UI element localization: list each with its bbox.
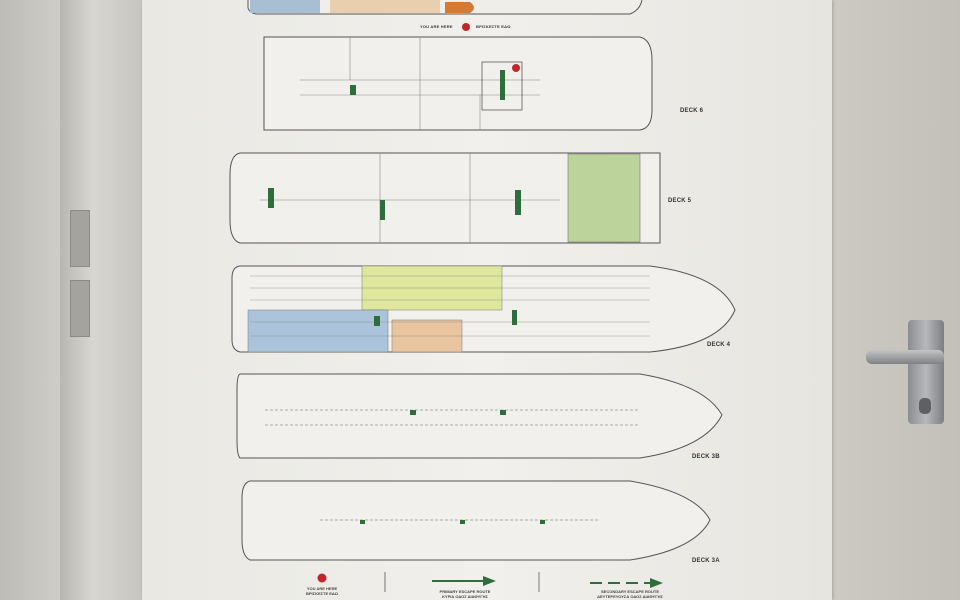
door-hinge [70,280,90,337]
legend-primary-route: PRIMARY ESCAPE ROUTE ΚΥΡΙΑ ΟΔΟΣ ΔΙΑΦΥΓΗΣ [425,589,505,599]
legend-primary-gr: ΚΥΡΙΑ ΟΔΟΣ ΔΙΑΦΥΓΗΣ [442,594,488,599]
deck-6-outline [263,36,653,131]
legend-secondary-en: SECONDARY ESCAPE ROUTE [600,589,659,594]
door-handle[interactable] [866,350,944,364]
wall [0,0,60,600]
primary-route-arrow-icon [432,576,496,586]
you-are-here-greek-label: ΒΡΙΣΚΕΣΤΕ ΕΔΩ [476,24,511,29]
you-are-here-marker-top-legend [462,23,470,31]
secondary-route-arrow-icon [590,578,663,588]
you-are-here-label: YOU ARE HERE [420,24,453,29]
deck-5-outline [229,152,661,244]
you-are-here-legend-icon [317,573,327,583]
deck-3a-outline [241,480,711,561]
you-are-here-marker [512,64,520,72]
deck-4-label: DECK 4 [707,342,731,348]
deck-3b-label: DECK 3B [692,454,720,460]
deck-6-label: DECK 6 [680,108,704,114]
legend-you-are-here-gr: ΒΡΙΣΚΕΣΤΕ ΕΔΩ [306,591,338,596]
deck-3a-label: DECK 3A [692,558,720,564]
legend-primary-en: PRIMARY ESCAPE ROUTE [439,589,491,594]
legend-secondary-route: SECONDARY ESCAPE ROUTE ΔΕΥΤΕΡΕΥΟΥΣΑ ΟΔΟΣ… [585,589,675,599]
door-hinge [70,210,90,267]
lock-cylinder-icon [919,398,931,414]
deck-3b-outline [236,373,723,459]
legend-you-are-here-en: YOU ARE HERE [306,586,338,591]
deck-5-label: DECK 5 [668,198,692,204]
legend-you-are-here: YOU ARE HERE ΒΡΙΣΚΕΣΤΕ ΕΔΩ [302,586,342,596]
legend-secondary-gr: ΔΕΥΤΕΡΕΥΟΥΣΑ ΟΔΟΣ ΔΙΑΦΥΓΗΣ [597,594,663,599]
